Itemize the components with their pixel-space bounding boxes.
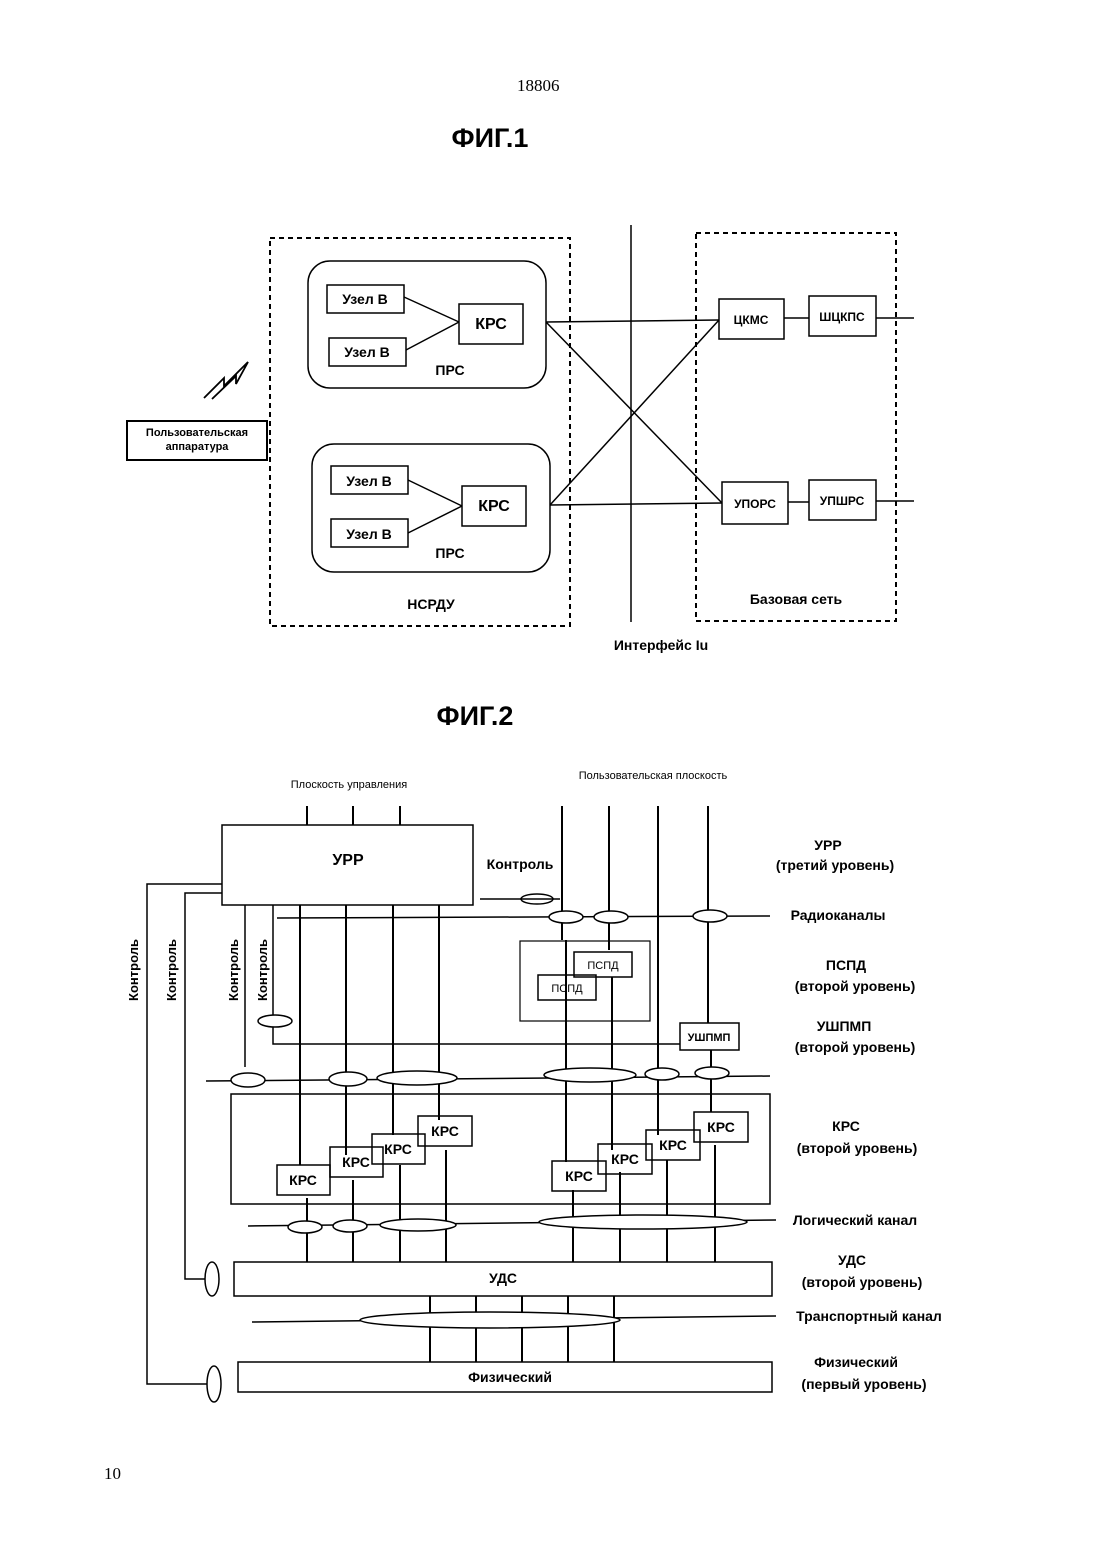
pdcp-label-2: ПСПД xyxy=(551,983,583,995)
rns-2-box xyxy=(312,444,550,572)
right-pdcp-name: ПСПД xyxy=(826,957,866,973)
sgsn-label: УПОРС xyxy=(734,497,776,511)
right-rrc-level: (третий уровень) xyxy=(776,857,894,873)
control-plane-label: Плоскость управления xyxy=(291,779,407,791)
node-b-2-label: Узел В xyxy=(344,344,389,360)
right-logical-channel: Логический канал xyxy=(793,1212,917,1228)
node-b-1-label: Узел В xyxy=(342,291,387,307)
iu-interface-label: Интерфейс Iu xyxy=(614,637,708,653)
right-radio-bearers: Радиоканалы xyxy=(791,907,886,923)
utran-boundary xyxy=(270,238,570,626)
rlc-label-6: КРС xyxy=(611,1151,639,1167)
right-rrc-name: УРР xyxy=(814,837,841,853)
fig2-title: ФИГ.2 xyxy=(437,701,514,731)
control-label-3: Контроль xyxy=(226,939,241,1001)
control-label-2: Контроль xyxy=(164,939,179,1001)
mac-label: УДС xyxy=(489,1270,517,1286)
right-phy-name: Физический xyxy=(814,1354,898,1370)
rlc-label-7: КРС xyxy=(659,1137,687,1153)
link-node-b-4-rnc-2 xyxy=(408,506,462,533)
control-label-4: Контроль xyxy=(255,939,270,1001)
right-mac-level: (второй уровень) xyxy=(802,1274,923,1290)
link-node-b-3-rnc-2 xyxy=(408,480,462,506)
right-bmc-level: (второй уровень) xyxy=(795,1039,916,1055)
physical-label: Физический xyxy=(468,1369,552,1385)
bmc-label: УШПМП xyxy=(688,1032,731,1044)
rnc-2-label: КРС xyxy=(478,498,510,515)
rns-2-label: ПРС xyxy=(435,545,464,561)
rnc-1-label: КРС xyxy=(475,316,507,333)
figure-1: ФИГ.1 Узел В Узел В КРС ПРС Узел В Узел … xyxy=(127,123,914,653)
node-b-4-label: Узел В xyxy=(346,526,391,542)
control-label-1: Контроль xyxy=(126,939,141,1001)
user-equipment-label-1: Пользовательская xyxy=(146,427,248,439)
ggsn-label: УПШРС xyxy=(820,494,865,508)
right-bmc-name: УШПМП xyxy=(817,1018,872,1034)
sap-ellipses xyxy=(205,910,747,1402)
utran-label: НСРДУ xyxy=(407,596,455,612)
rlc-label-8: КРС xyxy=(707,1119,735,1135)
core-network-boundary xyxy=(696,233,896,621)
rns-1-label: ПРС xyxy=(435,362,464,378)
link-node-b-1-rnc-1 xyxy=(404,297,459,322)
rlc-label-2: КРС xyxy=(342,1154,370,1170)
link-rnc-2-msc xyxy=(550,320,719,505)
user-equipment-label-2: аппаратура xyxy=(166,441,230,453)
control-label-rrc: Контроль xyxy=(487,856,554,872)
right-transport-channel: Транспортный канал xyxy=(796,1308,942,1324)
rrc-label: УРР xyxy=(332,852,364,869)
core-network-label: Базовая сеть xyxy=(750,591,843,607)
gmsc-label: ШЦКПС xyxy=(819,310,865,324)
fig1-title: ФИГ.1 xyxy=(452,123,529,153)
rlc-label-1: КРС xyxy=(289,1172,317,1188)
right-rlc-name: КРС xyxy=(832,1118,860,1134)
radio-link-lightning-icon xyxy=(204,362,248,399)
horizontal-channel-lines xyxy=(206,899,776,1322)
msc-label: ЦКМС xyxy=(734,313,769,327)
rlc-label-5: КРС xyxy=(565,1168,593,1184)
figure-2: ФИГ.2 Плоскость управления Пользовательс… xyxy=(126,701,942,1402)
right-mac-name: УДС xyxy=(838,1252,866,1268)
link-node-b-2-rnc-1 xyxy=(406,322,459,350)
user-plane-label: Пользовательская плоскость xyxy=(579,770,728,782)
rns-1-box xyxy=(308,261,546,388)
right-phy-level: (первый уровень) xyxy=(801,1376,926,1392)
rlc-label-3: КРС xyxy=(384,1141,412,1157)
link-rnc-1-msc xyxy=(546,320,719,322)
node-b-3-label: Узел В xyxy=(346,473,391,489)
right-pdcp-level: (второй уровень) xyxy=(795,978,916,994)
pdcp-area xyxy=(520,941,650,1021)
right-rlc-level: (второй уровень) xyxy=(797,1140,918,1156)
pdcp-label-1: ПСПД xyxy=(587,960,619,972)
rlc-label-4: КРС xyxy=(431,1123,459,1139)
